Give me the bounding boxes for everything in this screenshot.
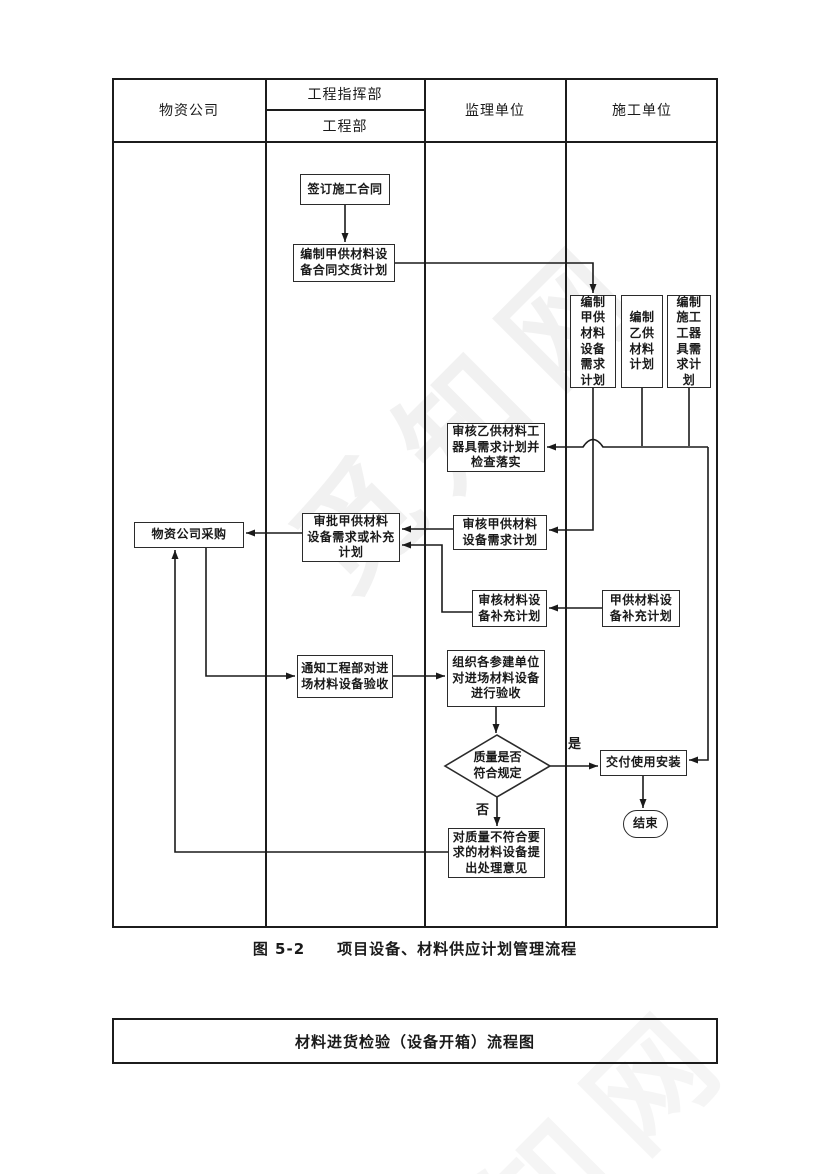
swimlane-table-frame bbox=[112, 78, 718, 928]
node-sign-construction-contract: 签订施工合同 bbox=[300, 174, 390, 205]
header-bottom-border bbox=[112, 141, 718, 143]
node-review-owner-demand-plan: 审核甲供材料 设备需求计划 bbox=[453, 515, 547, 550]
node-owner-supplied-demand-plan: 编制 甲供 材料 设备 需求 计划 bbox=[570, 295, 616, 388]
header-cell-engineering-headquarters: 工程指挥部 bbox=[307, 87, 383, 103]
node-notify-acceptance: 通知工程部对进 场材料设备验收 bbox=[297, 655, 393, 698]
footer-title: 材料进货检验（设备开箱）流程图 bbox=[294, 1032, 535, 1051]
node-owner-supplement-plan: 甲供材料设 备补充计划 bbox=[602, 590, 680, 627]
edge-label-yes: 是 bbox=[568, 737, 582, 752]
footer-title-box: 材料进货检验（设备开箱）流程图 bbox=[112, 1018, 718, 1064]
header-cell-engineering-department: 工程部 bbox=[322, 119, 368, 135]
node-review-supplement-plan: 审核材料设 备补充计划 bbox=[472, 590, 547, 627]
header-subdivider bbox=[265, 109, 426, 111]
node-contractor-material-plan: 编制 乙供 材料 计划 bbox=[621, 295, 663, 388]
node-company-purchase: 物资公司采购 bbox=[134, 522, 244, 548]
node-review-contractor-tools-plan: 审核乙供材料工 器具需求计划并 检查落实 bbox=[447, 423, 545, 472]
column-divider-1 bbox=[265, 78, 267, 928]
node-construction-tool-demand-plan: 编制 施工 工器 具需 求计 划 bbox=[667, 295, 711, 388]
node-deliver-install: 交付使用安装 bbox=[600, 750, 687, 776]
header-cell-materials-company: 物资公司 bbox=[159, 103, 219, 119]
node-contract-delivery-plan: 编制甲供材料设 备合同交货计划 bbox=[293, 244, 395, 282]
header-cell-supervision-unit: 监理单位 bbox=[465, 103, 525, 119]
column-divider-3 bbox=[565, 78, 567, 928]
node-nonconforming-handling: 对质量不符合要 求的材料设备提 出处理意见 bbox=[448, 828, 545, 878]
node-organize-acceptance: 组织各参建单位 对进场材料设备 进行验收 bbox=[447, 650, 545, 707]
column-divider-2 bbox=[424, 78, 426, 928]
node-approve-owner-demand-plan: 审批甲供材料 设备需求或补充 计划 bbox=[302, 513, 400, 562]
node-quality-decision-label: 质量是否 符合规定 bbox=[473, 750, 522, 780]
edge-label-no: 否 bbox=[476, 803, 490, 818]
figure-caption: 图 5-2 项目设备、材料供应计划管理流程 bbox=[252, 940, 578, 958]
header-cell-construction-unit: 施工单位 bbox=[612, 103, 672, 119]
node-end: 结束 bbox=[623, 810, 668, 838]
